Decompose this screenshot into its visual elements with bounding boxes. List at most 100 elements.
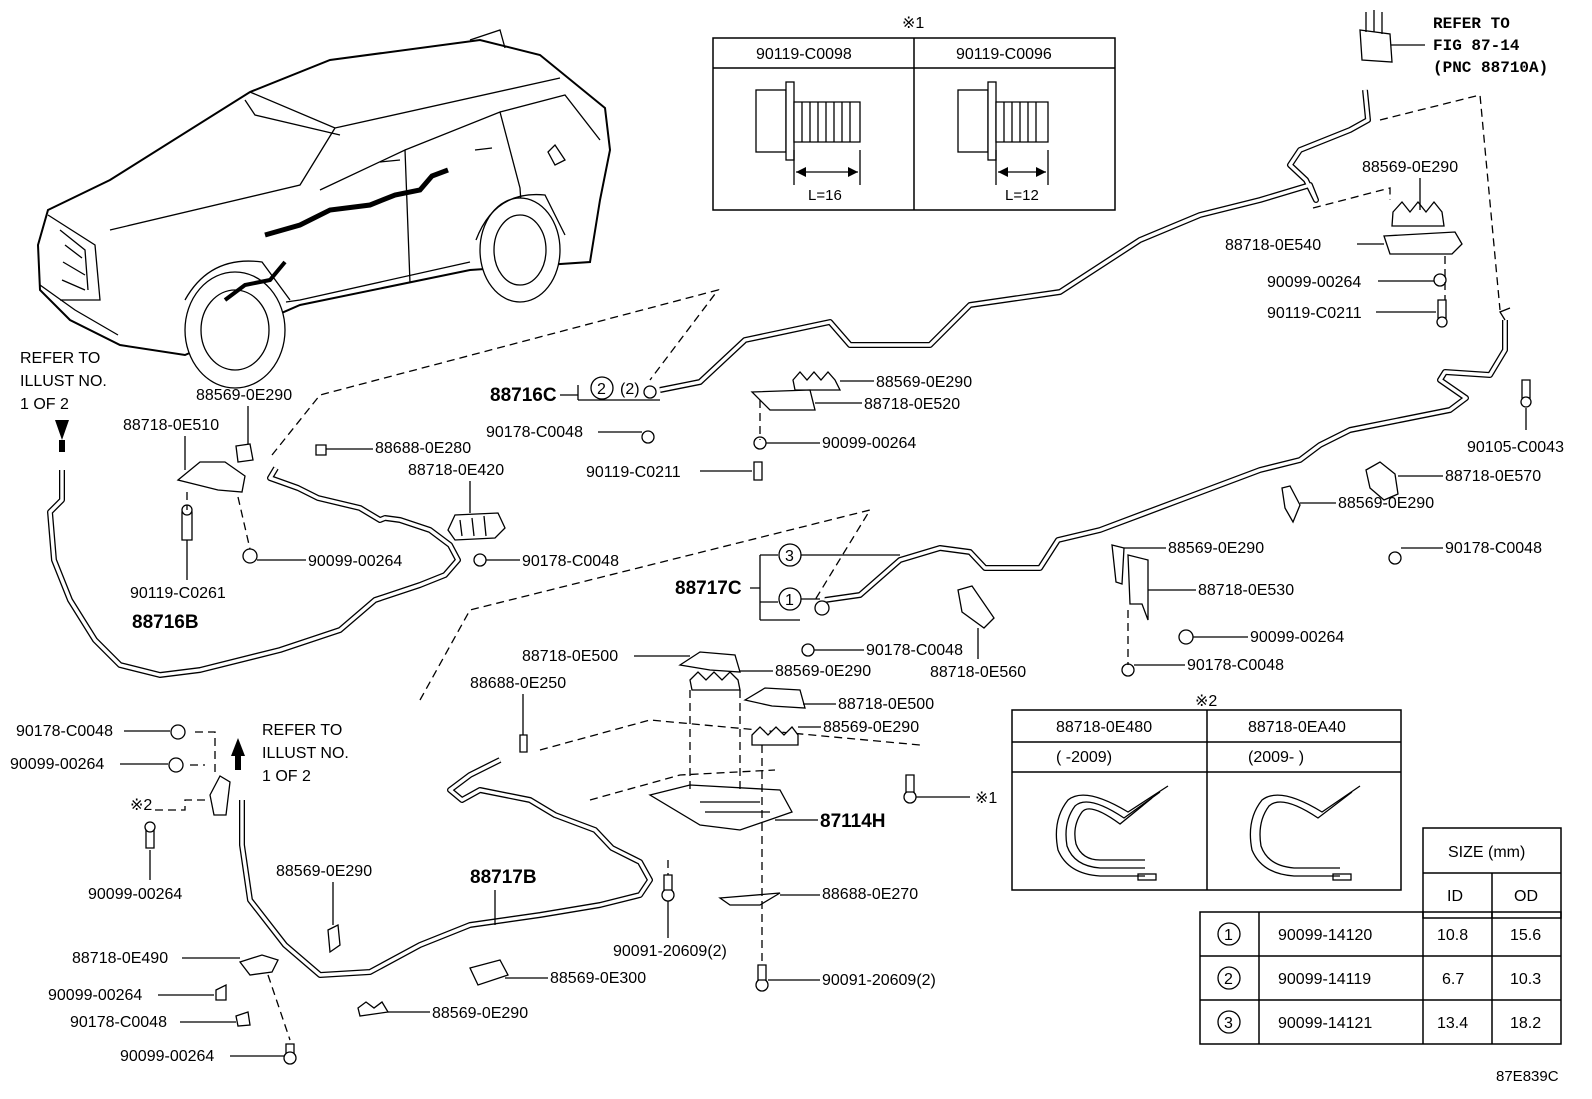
size-table-id-label: ID: [1447, 888, 1463, 905]
refer-fig-line-2: FIG 87-14: [1433, 37, 1520, 55]
callout-90105-C0043: 90105-C0043: [1467, 439, 1564, 456]
note2-marker: ※2: [130, 797, 152, 814]
refer-fig-line-3: (PNC 88710A): [1433, 59, 1548, 77]
callout-90099-00264: 90099-00264: [308, 553, 402, 570]
size-row-1-part: 90099-14120: [1278, 927, 1372, 944]
callout-88569-0E290: 88569-0E290: [196, 387, 292, 404]
size-row-3-mark: 3: [1224, 1015, 1233, 1032]
callout-88718-0E520: 88718-0E520: [864, 396, 960, 413]
size-row-3-id: 13.4: [1437, 1015, 1468, 1032]
callout-88569-0E290: 88569-0E290: [775, 663, 871, 680]
callout-90099-00264: 90099-00264: [120, 1048, 214, 1065]
callout-88569-0E290: 88569-0E290: [876, 374, 972, 391]
bolt-icon: [755, 81, 861, 185]
callout-88569-0E290: 88569-0E290: [432, 1005, 528, 1022]
refer-illust-lower-line-3: 1 OF 2: [262, 768, 311, 785]
assembly-88717C-mark-3: 3: [785, 548, 794, 565]
callout-90099-00264: 90099-00264: [822, 435, 916, 452]
parts-hardware: [144, 200, 1532, 1065]
callout-88718-0E560: 88718-0E560: [930, 664, 1026, 681]
callout-90099-00264: 90099-00264: [1250, 629, 1344, 646]
callout-88688-0E250: 88688-0E250: [470, 675, 566, 692]
callout-90099-00264: 90099-00264: [88, 886, 182, 903]
refer-illust-lower-line-2: ILLUST NO.: [262, 745, 349, 762]
part-callouts: 88569-0E290 88718-0E540 90099-00264 9011…: [10, 159, 1564, 1065]
clamp-table-period-2: (2009- ): [1248, 749, 1304, 766]
callout-90178-C0048: 90178-C0048: [70, 1014, 167, 1031]
callout-88718-0E500: 88718-0E500: [522, 648, 618, 665]
arrow-up-icon: [231, 738, 245, 756]
bolt-table-length-2: L=12: [1005, 187, 1039, 204]
clamp-table-period-1: ( -2009): [1056, 749, 1112, 766]
callout-90119-C0211: 90119-C0211: [1267, 305, 1362, 322]
clamp-table-mark: ※2: [1195, 693, 1217, 710]
size-row-2-id: 6.7: [1442, 971, 1464, 988]
assembly-labels: 88716C 2 (2) 88716B 88717C 3 1 88717B 87…: [130, 376, 1559, 1085]
refer-illust-upper-line-2: ILLUST NO.: [20, 373, 107, 390]
clamp-table-part-2: 88718-0EA40: [1248, 719, 1346, 736]
bolt-table-part-1: 90119-C0098: [756, 46, 852, 63]
pipe-88717C: [824, 307, 1511, 603]
callout-90178-C0048: 90178-C0048: [16, 723, 113, 740]
arrow-up-icon: [55, 420, 69, 440]
size-row-3-od: 18.2: [1510, 1015, 1541, 1032]
shield-87114H: [648, 784, 793, 831]
callout-88569-0E290: 88569-0E290: [1362, 159, 1458, 176]
bolt-size-table: ※1 90119-C0098 90119-C0096 L=16 L=12: [712, 15, 1116, 211]
pipe-88716C: [659, 89, 1371, 393]
refer-illust-lower-line-1: REFER TO: [262, 722, 342, 739]
size-row-2-part: 90099-14119: [1278, 971, 1371, 988]
callout-90119-C0261: 90119-C0261: [130, 585, 226, 602]
assembly-88717C: 88717C: [675, 578, 742, 599]
bolt-icon: [957, 81, 1049, 185]
callout-90091-20609: 90091-20609(2): [822, 972, 936, 989]
refer-illust-upper-line-3: 1 OF 2: [20, 396, 69, 413]
callout-90178-C0048: 90178-C0048: [1445, 540, 1542, 557]
callout-88569-0E290: 88569-0E290: [823, 719, 919, 736]
callout-90178-C0048: 90178-C0048: [1187, 657, 1284, 674]
size-row-3-part: 90099-14121: [1278, 1015, 1372, 1032]
size-row-1-mark: 1: [1224, 927, 1233, 944]
callout-88569-0E290: 88569-0E290: [276, 863, 372, 880]
callout-90091-20609: 90091-20609(2): [613, 943, 727, 960]
assembly-88716C-qty: (2): [620, 381, 640, 398]
assembly-88716B: 88716B: [132, 612, 199, 633]
bolt-table-mark: ※1: [902, 15, 924, 32]
callout-88569-0E290: 88569-0E290: [1168, 540, 1264, 557]
note1-marker: ※1: [975, 790, 997, 807]
hose-size-table: SIZE (mm) ID OD 1 90099-14120 10.8 15.6 …: [1199, 827, 1562, 1045]
callout-88718-0E500: 88718-0E500: [838, 696, 934, 713]
clamp-480-icon: [1055, 785, 1169, 881]
callout-88718-0E510: 88718-0E510: [123, 417, 219, 434]
clamp-table-part-1: 88718-0E480: [1056, 719, 1152, 736]
callout-88569-0E290: 88569-0E290: [1338, 495, 1434, 512]
refer-fig-note: REFER TO FIG 87-14 (PNC 88710A): [1359, 10, 1548, 77]
pipe-88717B: [239, 757, 653, 978]
callout-88569-0E300: 88569-0E300: [550, 970, 646, 987]
assembly-88716C: 88716C: [490, 385, 557, 406]
callout-88718-0E530: 88718-0E530: [1198, 582, 1294, 599]
size-row-1-od: 15.6: [1510, 927, 1541, 944]
assembly-88717B: 88717B: [470, 867, 537, 888]
refer-illust-upper: REFER TO ILLUST NO. 1 OF 2: [20, 350, 107, 452]
bolt-table-length-1: L=16: [808, 187, 842, 204]
clamp-variant-table: ※2 88718-0E480 88718-0EA40 ( -2009) (200…: [1011, 693, 1402, 891]
refer-fig-line-1: REFER TO: [1433, 15, 1510, 33]
detail-outlines: [271, 94, 1501, 801]
size-row-2-od: 10.3: [1510, 971, 1541, 988]
callout-88718-0E540: 88718-0E540: [1225, 237, 1321, 254]
callout-88718-0E490: 88718-0E490: [72, 950, 168, 967]
callout-90099-00264: 90099-00264: [48, 987, 142, 1004]
size-row-1-id: 10.8: [1437, 927, 1468, 944]
bolt-table-part-2: 90119-C0096: [956, 46, 1052, 63]
callout-90178-C0048: 90178-C0048: [866, 642, 963, 659]
callout-88688-0E270: 88688-0E270: [822, 886, 918, 903]
refer-illust-upper-line-1: REFER TO: [20, 350, 100, 367]
callout-88718-0E420: 88718-0E420: [408, 462, 504, 479]
assembly-88717C-mark-1: 1: [785, 592, 794, 609]
size-table-od-label: OD: [1514, 888, 1538, 905]
callout-90099-00264: 90099-00264: [10, 756, 104, 773]
callout-90178-C0048: 90178-C0048: [486, 424, 583, 441]
